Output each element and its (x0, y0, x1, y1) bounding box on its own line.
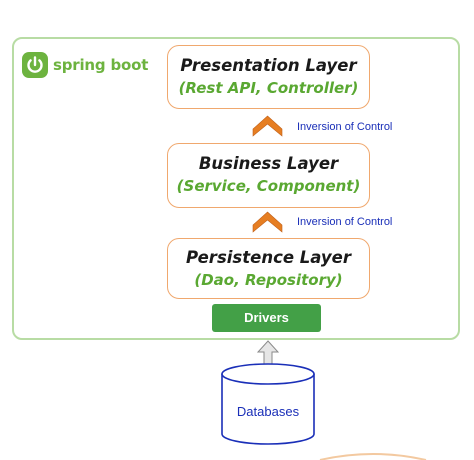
presentation-layer-box: Presentation Layer (Rest API, Controller… (167, 45, 370, 109)
logo-text: spring boot (53, 56, 149, 74)
drivers-block: Drivers (212, 304, 321, 332)
persistence-layer-subtitle: (Dao, Repository) (194, 271, 343, 289)
ioc-label-upper: Inversion of Control (297, 121, 393, 133)
presentation-layer-title: Presentation Layer (180, 56, 357, 75)
power-icon (22, 52, 48, 78)
persistence-layer-box: Persistence Layer (Dao, Repository) (167, 238, 370, 299)
ioc-label-lower: Inversion of Control (297, 216, 393, 228)
business-layer-subtitle: (Service, Component) (176, 177, 361, 195)
presentation-layer-subtitle: (Rest API, Controller) (178, 79, 359, 97)
spring-boot-container (12, 37, 460, 340)
persistence-layer-title: Persistence Layer (185, 248, 352, 267)
business-layer-title: Business Layer (198, 154, 339, 173)
business-layer-box: Business Layer (Service, Component) (167, 143, 370, 208)
decorative-arc (319, 453, 427, 460)
chevron-up-icon (252, 211, 283, 233)
spring-boot-logo: spring boot (22, 52, 148, 78)
database-label: Databases (236, 404, 300, 419)
chevron-up-icon (252, 115, 283, 137)
database-icon (221, 363, 315, 445)
